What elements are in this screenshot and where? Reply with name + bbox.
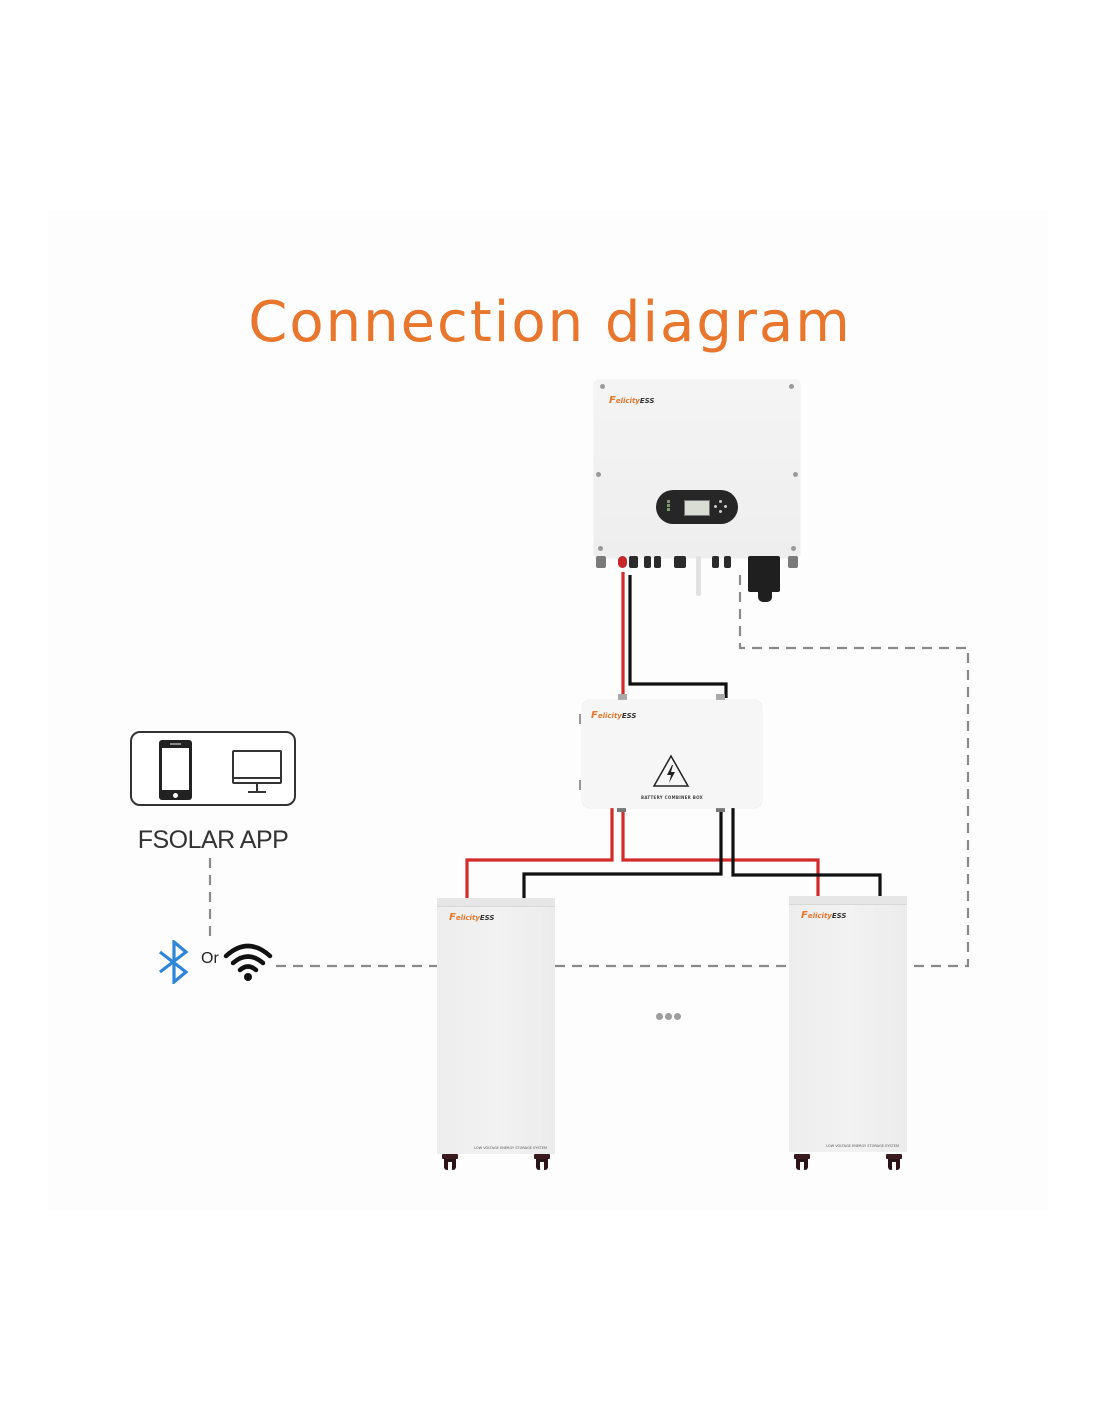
cable-gland: [758, 590, 772, 602]
side-bracket: [579, 780, 581, 790]
pv-port: [654, 556, 661, 568]
brand-logo: FelicityESS: [609, 395, 655, 406]
monitor-icon: [232, 750, 282, 784]
wifi-icon: [223, 943, 273, 981]
screw: [598, 546, 603, 551]
combiner-terminal: [617, 806, 626, 812]
lcd-screen: [684, 500, 710, 516]
battery-top-cover: [789, 896, 907, 905]
bluetooth-icon: [159, 940, 189, 984]
smartphone-icon: [159, 740, 192, 800]
caster-wheel: [794, 1154, 810, 1170]
combiner-terminal: [716, 694, 725, 700]
battery-negative-port: [629, 556, 638, 568]
negative-cable-inverter-combiner: [628, 575, 728, 698]
app-label: FSOLAR APP: [137, 826, 289, 854]
diagram-title: Connection diagram: [248, 289, 852, 355]
screw: [596, 472, 601, 477]
caster-wheel: [534, 1154, 550, 1170]
port: [788, 556, 798, 568]
combiner-terminal: [716, 806, 725, 812]
positive-cable-combiner-battery-1: [465, 808, 614, 898]
combiner-terminal: [618, 694, 627, 700]
caster-wheel: [442, 1154, 458, 1170]
brand-logo: FelicityESS: [801, 910, 847, 921]
comm-line-inverter-to-battery: [738, 575, 970, 968]
battery-model-label: LOW VOLTAGE ENERGY STORAGE SYSTEM: [826, 1144, 899, 1148]
navigation-keys: [714, 500, 728, 514]
battery-module-1: FelicityESS LOW VOLTAGE ENERGY STORAGE S…: [437, 898, 555, 1154]
port: [596, 556, 606, 568]
battery-positive-port: [618, 556, 627, 568]
side-bracket: [579, 714, 581, 724]
screw: [600, 384, 605, 389]
battery-model-label: LOW VOLTAGE ENERGY STORAGE SYSTEM: [474, 1146, 547, 1150]
battery-module-2: FelicityESS LOW VOLTAGE ENERGY STORAGE S…: [789, 896, 907, 1152]
port: [724, 556, 731, 568]
combiner-box-label: BATTERY COMBINER BOX: [640, 795, 704, 800]
ac-connector: [748, 556, 780, 592]
monitor-stand: [256, 784, 258, 791]
app-devices-box: [130, 731, 296, 806]
status-leds: [667, 500, 671, 514]
or-label: Or: [201, 950, 219, 967]
pv-port: [644, 556, 651, 568]
battery-combiner-box: FelicityESS BATTERY COMBINER BOX: [579, 700, 762, 808]
inverter-control-panel: [656, 490, 738, 524]
brand-logo: FelicityESS: [591, 710, 637, 721]
antenna: [696, 556, 701, 596]
negative-cable-combiner-battery-1: [522, 808, 723, 898]
screw: [791, 546, 796, 551]
port: [712, 556, 719, 568]
screw: [789, 384, 794, 389]
port: [674, 556, 686, 568]
brand-logo: FelicityESS: [449, 912, 495, 923]
high-voltage-warning-icon: [652, 754, 690, 787]
caster-wheel: [886, 1154, 902, 1170]
battery-top-cover: [437, 898, 555, 907]
hybrid-inverter: FelicityESS: [594, 380, 800, 558]
more-batteries-ellipsis-icon: [656, 1013, 683, 1020]
negative-cable-combiner-battery-2: [731, 808, 882, 896]
inverter-ports: [596, 556, 798, 602]
monitor-base: [248, 791, 266, 793]
screw: [793, 472, 798, 477]
